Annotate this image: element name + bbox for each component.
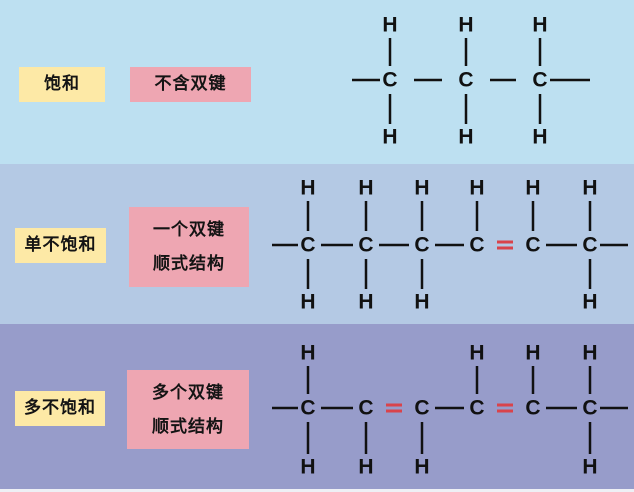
carbon-atom: C xyxy=(469,397,484,420)
description-line: 一个双键 xyxy=(153,220,225,240)
description-box-saturated: 不含双键 xyxy=(130,67,251,102)
carbon-atom: C xyxy=(525,397,540,420)
hydrogen-atom: H xyxy=(582,456,597,479)
carbon-atom: C xyxy=(358,397,373,420)
polyunsaturated-row xyxy=(0,324,634,489)
hydrogen-atom: H xyxy=(358,177,373,200)
carbon-atom: C xyxy=(414,234,429,257)
hydrogen-atom: H xyxy=(414,291,429,314)
carbon-atom: C xyxy=(300,234,315,257)
carbon-atom: C xyxy=(382,69,397,92)
category-text: 饱和 xyxy=(44,74,80,94)
hydrogen-atom: H xyxy=(525,177,540,200)
hydrogen-atom: H xyxy=(382,14,397,37)
carbon-atom: C xyxy=(532,69,547,92)
carbon-atom: C xyxy=(458,69,473,92)
carbon-atom: C xyxy=(358,234,373,257)
hydrogen-atom: H xyxy=(300,177,315,200)
description-box-monounsaturated: 一个双键 顺式结构 xyxy=(129,207,249,287)
carbon-atom: C xyxy=(414,397,429,420)
saturated-row xyxy=(0,0,634,164)
hydrogen-atom: H xyxy=(358,456,373,479)
hydrogen-atom: H xyxy=(300,456,315,479)
description-line: 不含双键 xyxy=(154,74,227,94)
carbon-atom: C xyxy=(469,234,484,257)
carbon-atom: C xyxy=(582,397,597,420)
hydrogen-atom: H xyxy=(469,342,484,365)
hydrogen-atom: H xyxy=(358,291,373,314)
carbon-atom: C xyxy=(300,397,315,420)
hydrogen-atom: H xyxy=(458,126,473,149)
hydrogen-atom: H xyxy=(532,14,547,37)
hydrogen-atom: H xyxy=(582,291,597,314)
category-label-polyunsaturated: 多不饱和 xyxy=(15,391,105,426)
description-box-polyunsaturated: 多个双键 顺式结构 xyxy=(127,370,249,449)
category-label-saturated: 饱和 xyxy=(19,67,105,102)
hydrogen-atom: H xyxy=(532,126,547,149)
carbon-atom: C xyxy=(525,234,540,257)
hydrogen-atom: H xyxy=(469,177,484,200)
hydrogen-atom: H xyxy=(414,177,429,200)
hydrogen-atom: H xyxy=(582,342,597,365)
carbon-atom: C xyxy=(582,234,597,257)
description-line: 多个双键 xyxy=(152,382,224,403)
hydrogen-atom: H xyxy=(300,342,315,365)
category-text: 多不饱和 xyxy=(24,398,96,418)
description-line: 顺式结构 xyxy=(153,254,225,274)
hydrogen-atom: H xyxy=(300,291,315,314)
hydrogen-atom: H xyxy=(525,342,540,365)
category-label-monounsaturated: 单不饱和 xyxy=(15,228,106,263)
hydrogen-atom: H xyxy=(382,126,397,149)
hydrogen-atom: H xyxy=(458,14,473,37)
description-line: 顺式结构 xyxy=(152,416,224,437)
category-text: 单不饱和 xyxy=(24,235,97,255)
hydrogen-atom: H xyxy=(582,177,597,200)
hydrogen-atom: H xyxy=(414,456,429,479)
